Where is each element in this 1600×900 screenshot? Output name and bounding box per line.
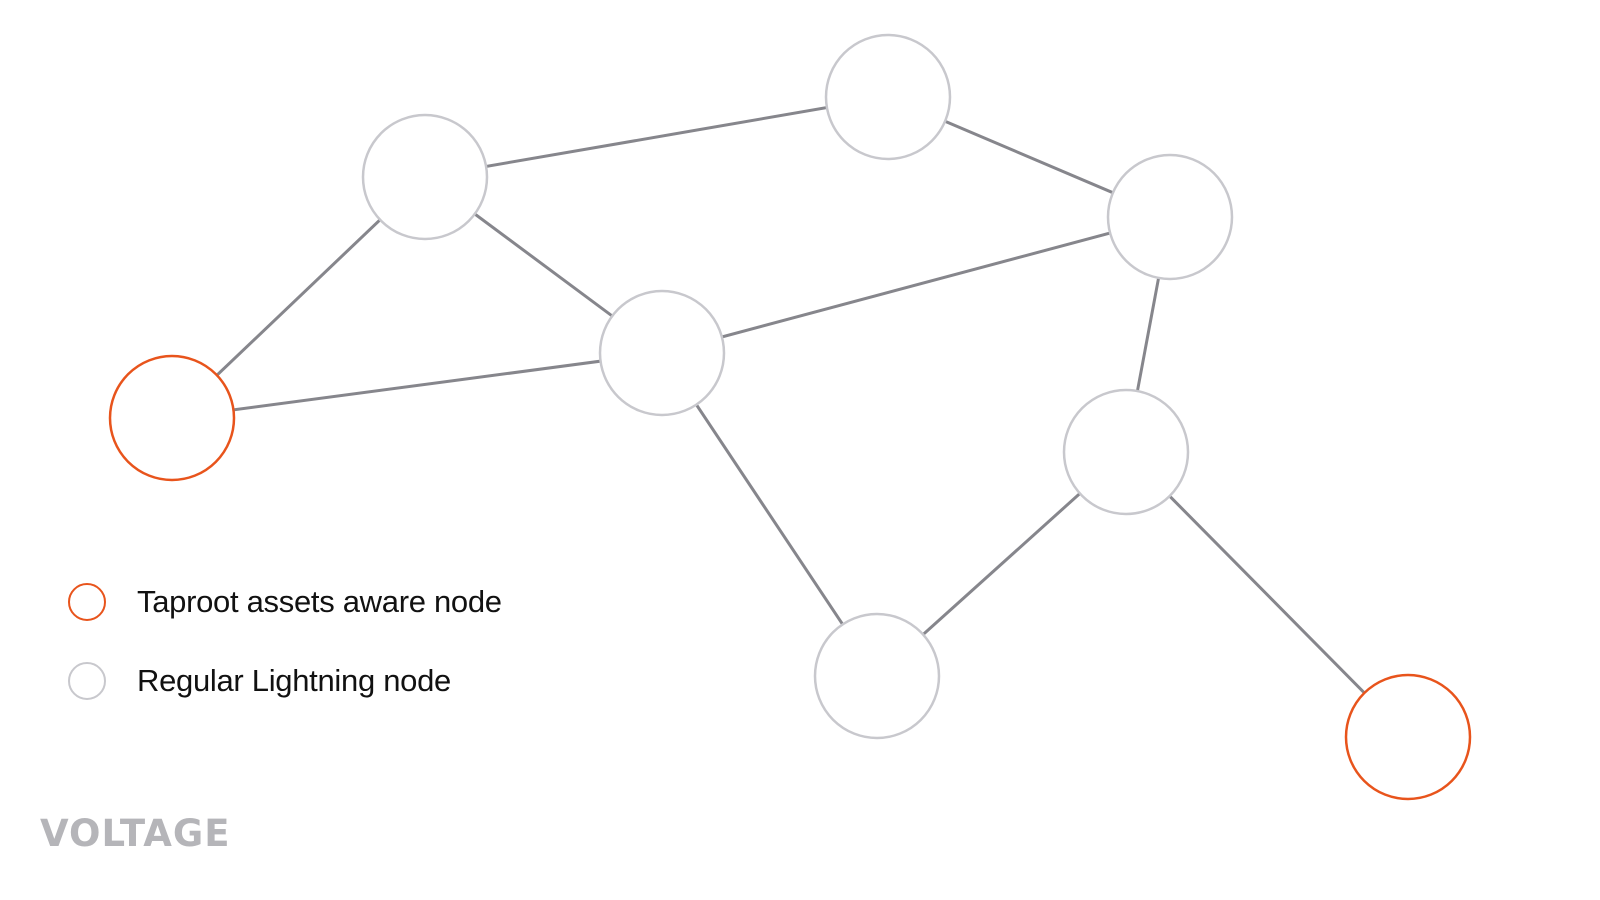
regular-node-n2 [824, 33, 952, 161]
legend-item-taproot: Taproot assets aware node [68, 578, 502, 626]
regular-node-n3 [1106, 153, 1234, 281]
legend: Taproot assets aware node Regular Lightn… [68, 578, 502, 736]
legend-label-taproot: Taproot assets aware node [137, 584, 502, 619]
edge-n4-n7 [660, 352, 879, 677]
nodes-layer [108, 33, 1472, 801]
taproot-node-n5 [108, 354, 236, 482]
edge-n4-n5 [171, 351, 663, 420]
taproot-node-swatch [68, 583, 106, 621]
regular-node-n6 [1062, 388, 1190, 516]
voltage-logo: VOLTAGE [40, 812, 231, 855]
regular-node-swatch [68, 662, 106, 700]
legend-item-regular: Regular Lightning node [68, 657, 502, 705]
edge-n4-n3 [661, 215, 1171, 355]
regular-node-n7 [813, 612, 941, 740]
edge-n6-n8 [1124, 450, 1410, 739]
regular-node-n1 [361, 113, 489, 241]
legend-label-regular: Regular Lightning node [137, 663, 451, 698]
regular-node-n4 [598, 289, 726, 417]
taproot-node-n8 [1344, 673, 1472, 801]
edge-n1-n2 [424, 95, 889, 179]
